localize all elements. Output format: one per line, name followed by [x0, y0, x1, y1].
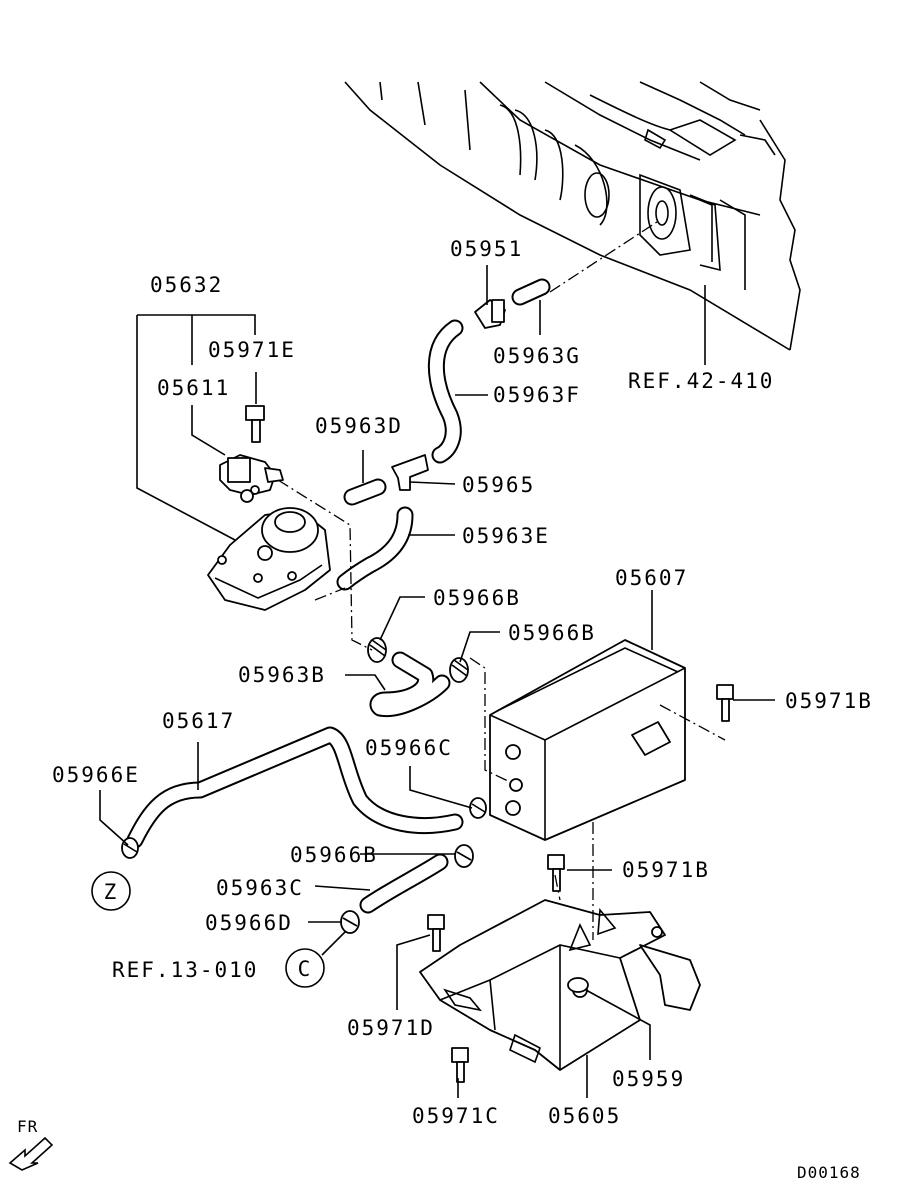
label-05971b-top: 05971B — [785, 689, 873, 713]
leader-lines — [99, 265, 775, 1098]
label-05963e: 05963E — [462, 524, 550, 548]
canister-05607 — [489, 639, 686, 841]
label-05966e: 05966E — [52, 763, 140, 787]
label-05963c: 05963C — [216, 876, 304, 900]
part-labels: 05632 05971E 05611 05951 05963G 05963F R… — [52, 237, 873, 1182]
bolt-05971b-top — [716, 684, 734, 722]
bolt-05971c — [451, 1047, 469, 1083]
hose-05963c — [359, 853, 449, 914]
clamp-05966b-top — [367, 637, 387, 663]
hose-05617 — [126, 726, 464, 849]
bolt-05971e — [245, 405, 265, 443]
clamp-05966d — [340, 910, 360, 934]
label-ref-13-010: REF.13-010 — [112, 958, 258, 982]
clamp-05966b-low — [454, 844, 474, 868]
label-05971e: 05971E — [208, 338, 296, 362]
front-direction-arrow: FR — [8, 1117, 54, 1171]
svg-text:Z: Z — [104, 880, 119, 904]
connector-05951 — [474, 299, 506, 329]
label-05605: 05605 — [548, 1104, 621, 1128]
label-05965: 05965 — [462, 473, 535, 497]
clamp-05966c — [469, 797, 487, 819]
bolt-05971d — [427, 914, 445, 952]
callout-z: Z — [91, 871, 131, 911]
label-05966b-mid: 05966B — [508, 621, 596, 645]
hose-05963g — [511, 278, 551, 306]
label-ref-42-410: REF.42-410 — [628, 369, 774, 393]
label-05607: 05607 — [615, 566, 688, 590]
hose-05963f — [427, 319, 464, 464]
solenoid-valve-assembly — [207, 454, 331, 611]
label-05966b-top: 05966B — [433, 586, 521, 610]
hose-05963e — [336, 506, 414, 591]
joint-05965 — [391, 454, 429, 491]
label-05611: 05611 — [157, 376, 230, 400]
label-05971d: 05971D — [347, 1016, 435, 1040]
label-05959: 05959 — [612, 1067, 685, 1091]
grommet-05959 — [567, 977, 589, 993]
assembly-centerlines — [277, 219, 726, 940]
label-05951: 05951 — [450, 237, 523, 261]
bracket-05605 — [419, 899, 701, 1071]
hose-05963d — [343, 478, 387, 506]
label-05966c: 05966C — [365, 736, 453, 760]
diagram-code: D00168 — [797, 1163, 861, 1182]
label-05617: 05617 — [162, 709, 235, 733]
svg-text:C: C — [298, 957, 313, 981]
callout-c: C — [285, 948, 325, 988]
clamp-05966b-mid — [449, 657, 469, 683]
label-05966d: 05966D — [205, 911, 293, 935]
front-label: FR — [17, 1117, 38, 1136]
label-05632: 05632 — [150, 273, 223, 297]
label-05971b-low: 05971B — [622, 858, 710, 882]
label-05966b-low: 05966B — [290, 843, 378, 867]
hose-05963b — [369, 651, 451, 718]
label-05963b: 05963B — [238, 663, 326, 687]
bolt-05971b-low — [547, 854, 565, 892]
label-05963d: 05963D — [315, 414, 403, 438]
label-05971c: 05971C — [412, 1104, 500, 1128]
label-05963f: 05963F — [493, 383, 581, 407]
label-05963g: 05963G — [493, 344, 581, 368]
vehicle-frame-drawing — [344, 81, 801, 351]
